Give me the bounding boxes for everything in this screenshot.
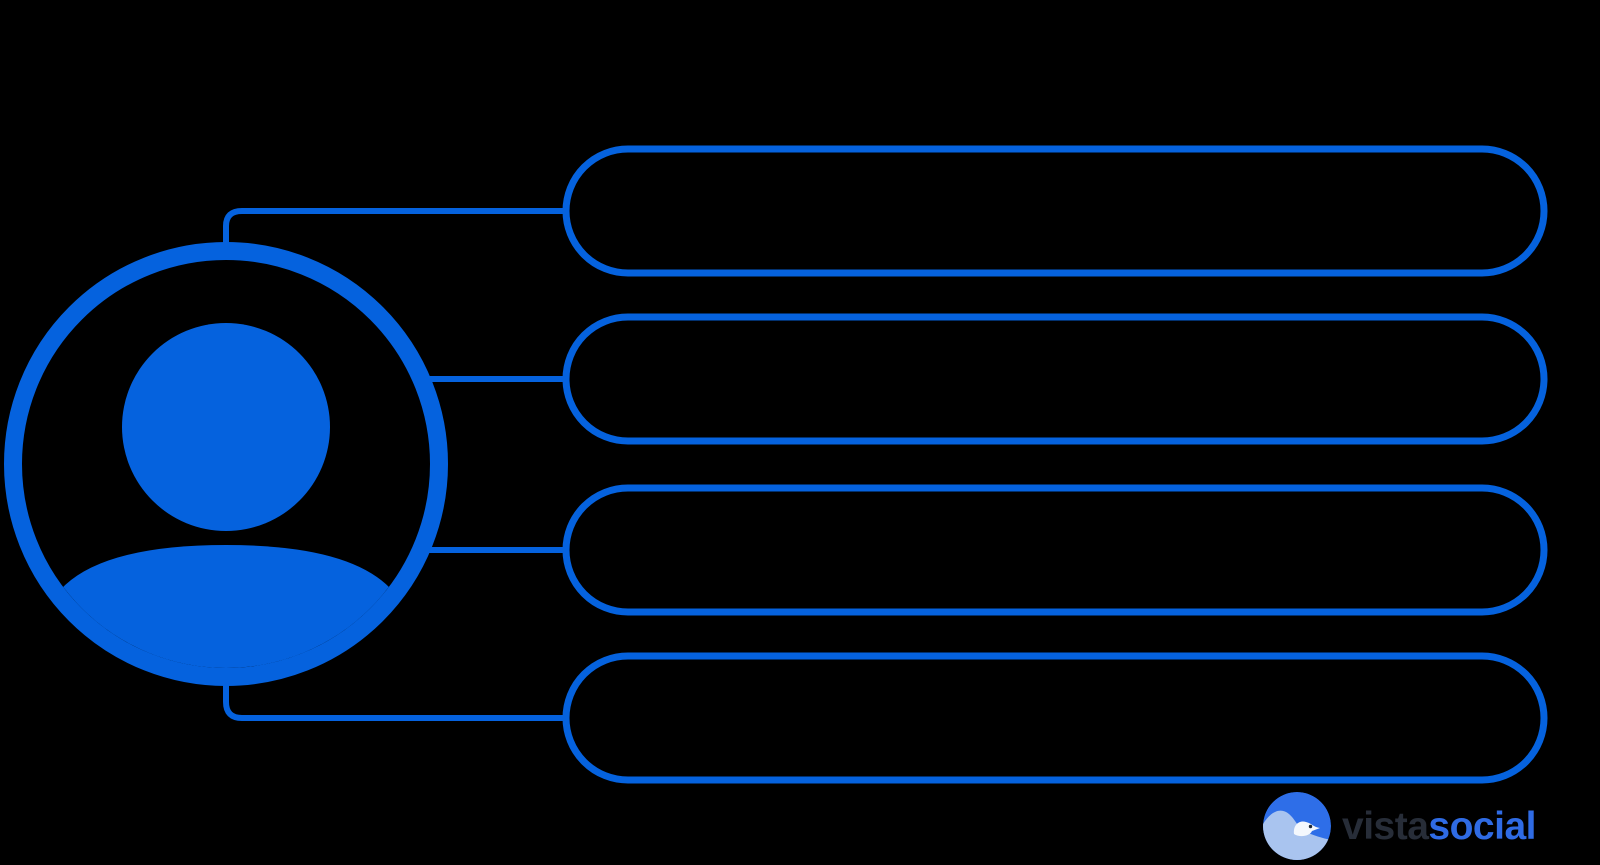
vistasocial-logo: vistasocial	[1263, 792, 1536, 860]
branch-box-4	[562, 652, 1548, 784]
logo-text-social: social	[1428, 804, 1536, 848]
connector-line-1	[223, 208, 567, 256]
avatar-head-icon	[122, 323, 330, 531]
avatar-ring	[4, 242, 448, 686]
branch-boxes	[562, 145, 1548, 784]
logo-bird-icon	[1293, 821, 1320, 837]
logo-bird-eye	[1308, 824, 1313, 829]
connector-lines	[223, 208, 567, 721]
logo-text: vistasocial	[1342, 807, 1536, 846]
branch-box-3	[562, 484, 1548, 616]
branch-box-1	[562, 145, 1548, 277]
branch-box-2	[562, 313, 1548, 445]
logo-mark-icon	[1263, 792, 1331, 860]
avatar-node	[4, 242, 448, 686]
connector-line-4	[223, 672, 567, 721]
logo-text-vista: vista	[1342, 804, 1429, 848]
